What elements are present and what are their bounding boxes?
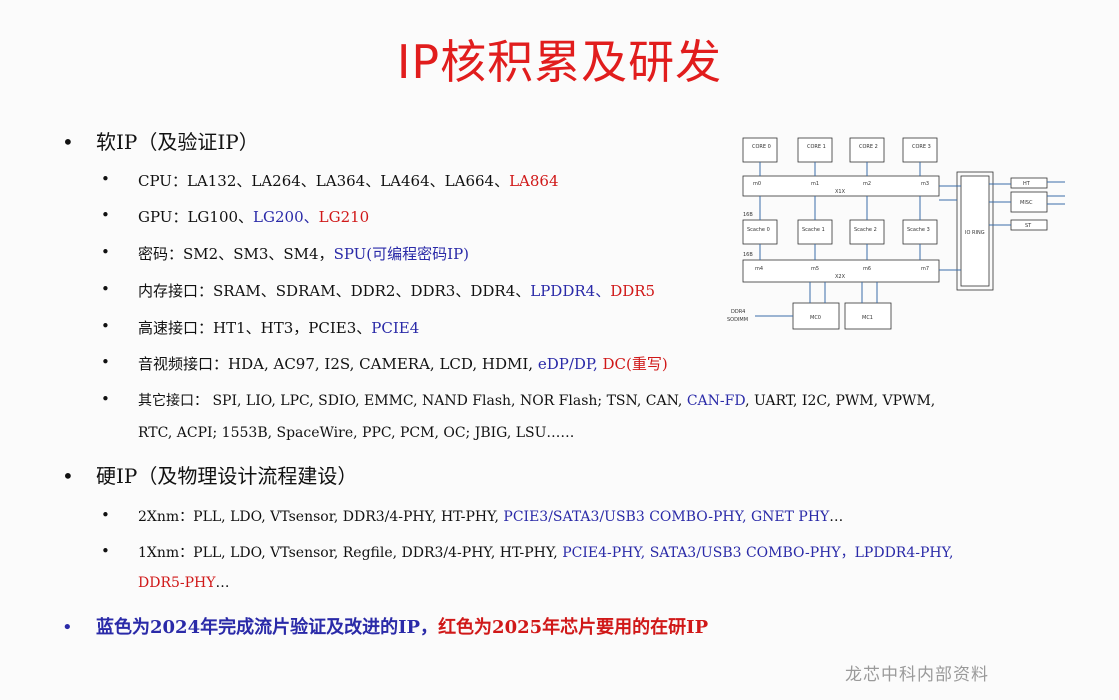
scache-block — [902, 219, 938, 245]
svg-text:ST: ST — [1025, 223, 1032, 229]
scache-label: Scache 3 — [907, 227, 930, 233]
bullet: • — [101, 280, 110, 298]
ht-block — [1010, 177, 1048, 189]
watermark: 龙芯中科内部资料 — [845, 665, 989, 685]
list-item-1xnm-line2: DDR5-PHY… — [138, 575, 230, 591]
svg-text:16B: 16B — [743, 252, 753, 258]
list-item-1xnm: 1Xnm：PLL, LDO, VTsensor, Regfile, DDR3/4… — [138, 545, 954, 561]
bullet: • — [101, 317, 110, 335]
bullet: • — [101, 243, 110, 261]
bullet: • — [101, 390, 110, 408]
core-label: CORE 3 — [912, 144, 931, 150]
mc-block — [844, 302, 892, 330]
bullet: • — [62, 130, 74, 154]
core-label: CORE 1 — [807, 144, 826, 150]
soft-ip-heading: 软IP（及验证IP） — [96, 130, 259, 154]
mc-block — [792, 302, 840, 330]
list-item-av: 音视频接口：HDA, AC97, I2S, CAMERA, LCD, HDMI,… — [138, 355, 668, 373]
svg-text:16B: 16B — [743, 212, 753, 218]
soft-ip-heading-row: • 软IP（及验证IP） — [62, 126, 259, 155]
svg-text:MISC: MISC — [1020, 200, 1033, 206]
core-block — [742, 137, 778, 163]
io-ring-label: IO RING — [965, 230, 985, 236]
summary-red: 红色为2025年芯片要用的在研IP — [438, 617, 709, 638]
core-block — [902, 137, 938, 163]
bullet: • — [101, 506, 110, 524]
hard-ip-heading-row: • 硬IP（及物理设计流程建设） — [62, 460, 357, 489]
list-item-highspeed: 高速接口：HT1、HT3，PCIE3、PCIE4 — [138, 319, 420, 337]
list-item-crypto: 密码：SM2、SM3、SM4，SPU(可编程密码IP) — [138, 245, 470, 263]
bullet: • — [62, 617, 73, 638]
mc-label: MC0 — [810, 315, 821, 321]
architecture-diagram: CORE 0 CORE 1 CORE 2 CORE 3 m0 m1 m2 m3 … — [727, 137, 1065, 330]
svg-text:m7: m7 — [921, 266, 929, 272]
scache-label: Scache 2 — [854, 227, 877, 233]
xbar-bottom — [742, 259, 940, 283]
bullet: • — [101, 542, 110, 560]
svg-text:HT: HT — [1023, 181, 1031, 187]
scache-label: Scache 0 — [747, 227, 770, 233]
svg-text:m0: m0 — [753, 181, 761, 187]
summary-blue: 蓝色为2024年完成流片验证及改进的IP， — [96, 617, 439, 638]
bullet: • — [62, 464, 74, 488]
core-label: CORE 2 — [859, 144, 878, 150]
svg-text:m4: m4 — [755, 266, 763, 272]
list-item-other-line2: RTC, ACPI; 1553B, SpaceWire, PPC, PCM, O… — [138, 425, 575, 441]
list-item-2xnm: 2Xnm：PLL, LDO, VTsensor, DDR3/4-PHY, HT-… — [138, 509, 844, 525]
ddr-label: SODIMM — [727, 317, 748, 323]
summary-row: • 蓝色为2024年完成流片验证及改进的IP，红色为2025年芯片要用的在研IP — [62, 613, 708, 639]
list-item-memory: 内存接口：SRAM、SDRAM、DDR2、DDR3、DDR4、LPDDR4、DD… — [138, 282, 656, 300]
page-title: IP核积累及研发 — [396, 35, 723, 89]
core-block — [849, 137, 885, 163]
core-block — [797, 137, 833, 163]
svg-text:m6: m6 — [863, 266, 871, 272]
io-ring-block — [960, 175, 990, 287]
svg-text:m2: m2 — [863, 181, 871, 187]
svg-text:X1X: X1X — [835, 189, 846, 195]
list-item-gpu: GPU：LG100、LG200、LG210 — [138, 208, 370, 226]
svg-text:X2X: X2X — [835, 274, 846, 280]
svg-text:m3: m3 — [921, 181, 929, 187]
core-label: CORE 0 — [752, 144, 771, 150]
bullet: • — [101, 353, 110, 371]
bullet: • — [101, 170, 110, 188]
svg-text:m1: m1 — [811, 181, 819, 187]
bullet: • — [101, 206, 110, 224]
ddr-label: DDR4 — [731, 309, 745, 315]
list-item-cpu: CPU：LA132、LA264、LA364、LA464、LA664、LA864 — [138, 172, 559, 190]
svg-text:m5: m5 — [811, 266, 819, 272]
hard-ip-heading: 硬IP（及物理设计流程建设） — [96, 464, 358, 488]
list-item-other: 其它接口： SPI, LIO, LPC, SDIO, EMMC, NAND Fl… — [138, 393, 936, 409]
mc-label: MC1 — [862, 315, 873, 321]
scache-label: Scache 1 — [802, 227, 825, 233]
